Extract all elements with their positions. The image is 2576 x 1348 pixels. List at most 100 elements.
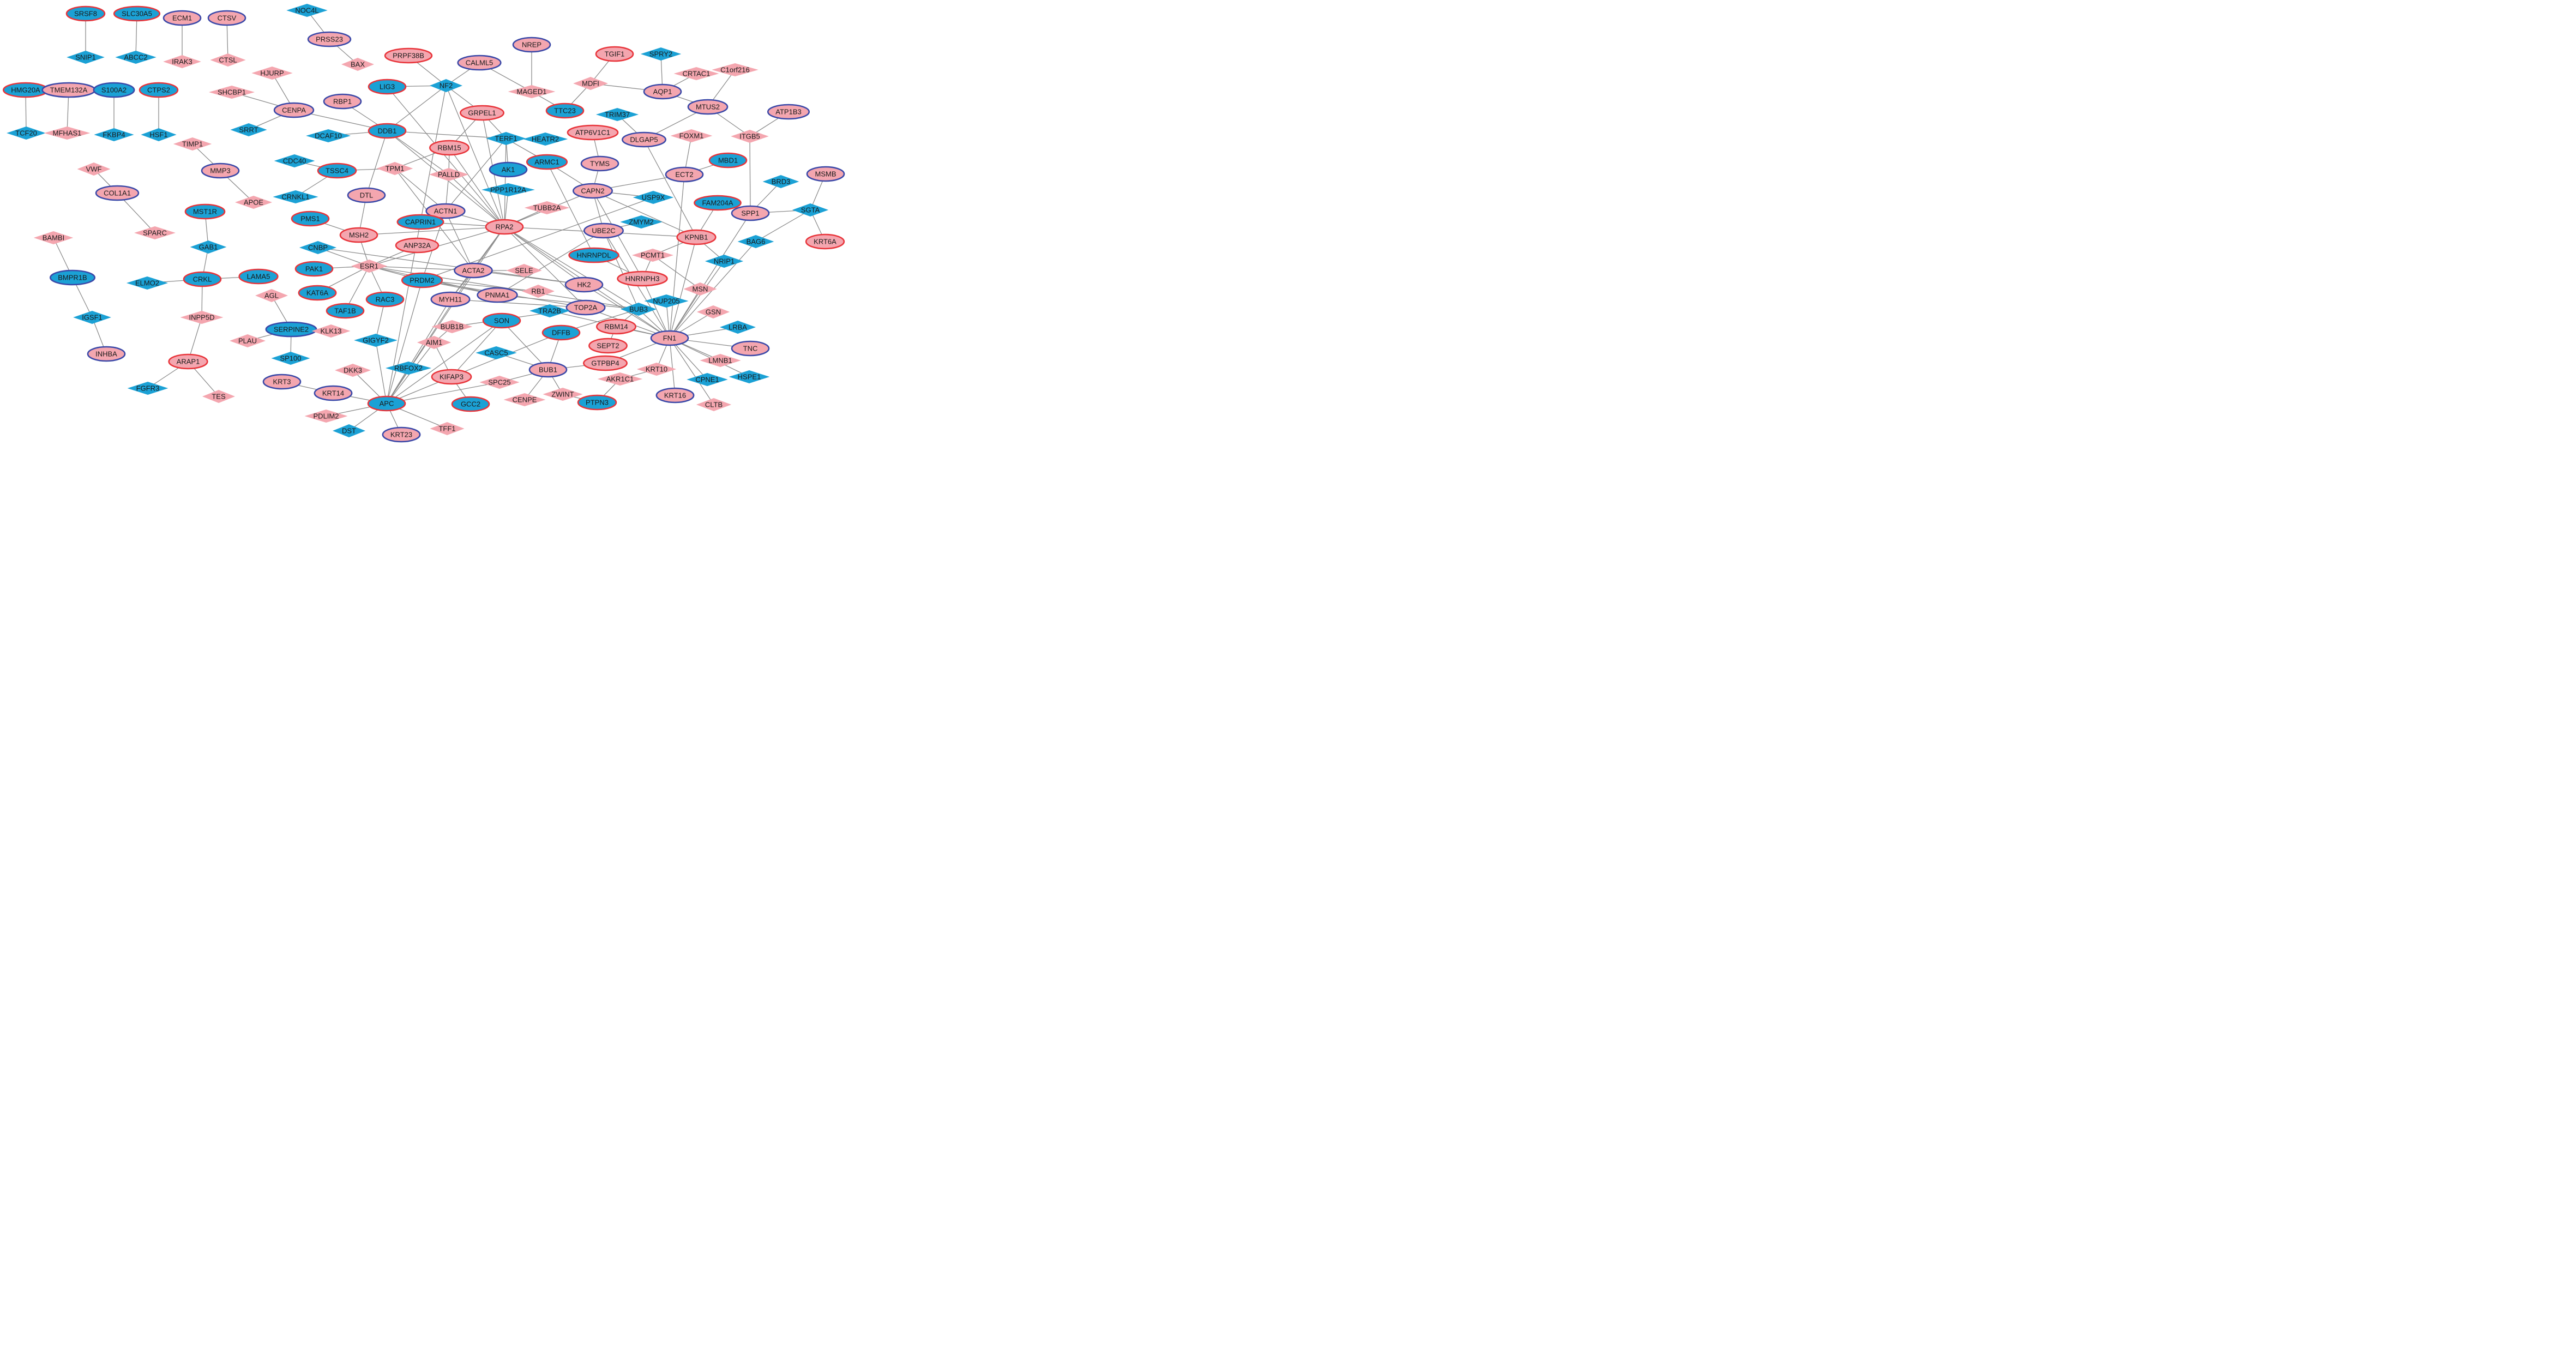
node-label: CTSL — [219, 56, 237, 64]
node-cnbp: CNBP — [299, 241, 337, 254]
node-label: KRT3 — [273, 378, 291, 386]
node-shape-akr1c1 — [597, 372, 643, 386]
node-label: TES — [212, 393, 226, 401]
node-shape-tyms — [580, 155, 619, 172]
node-label: ZMYM2 — [629, 218, 654, 226]
node-cenpe: CENPE — [503, 393, 546, 406]
node-label: SLC30A5 — [122, 10, 152, 18]
node-shape-srrt — [230, 123, 267, 136]
node-shape-crkl — [183, 271, 222, 287]
node-label: HEATR2 — [532, 135, 559, 143]
node-rbm15: RBM15 — [429, 140, 470, 156]
node-krt16: KRT16 — [655, 387, 695, 404]
edge-rpa2-hk2 — [504, 226, 585, 285]
node-fgfr3: FGFR3 — [127, 382, 168, 395]
node-atp6v1c1: ATP6V1C1 — [567, 124, 619, 141]
node-shape-krt6a — [805, 233, 845, 250]
node-label: LAMA5 — [247, 273, 270, 281]
node-shape-ube2c — [583, 222, 624, 239]
node-label: TOP2A — [574, 304, 598, 312]
node-label: SON — [494, 317, 509, 325]
node-label: KRT16 — [664, 392, 686, 400]
node-label: AGL — [264, 292, 279, 300]
node-hnrnpdl: HNRNPDL — [568, 247, 619, 263]
edge-son-bub1 — [501, 320, 549, 370]
node-label: DCAF10 — [315, 132, 342, 140]
node-shape-heatr2 — [522, 133, 568, 146]
node-akr1c1: AKR1C1 — [597, 372, 643, 386]
node-sept2: SEPT2 — [588, 338, 628, 354]
node-shape-aim1 — [417, 336, 452, 349]
node-shape-casc5 — [476, 346, 517, 359]
node-zmym2: ZMYM2 — [620, 215, 663, 228]
node-label: PCMT1 — [641, 251, 665, 260]
node-label: PNMA1 — [485, 291, 510, 299]
edge-son-kifap3 — [451, 320, 502, 377]
node-shape-dtl — [347, 187, 386, 203]
node-shape-srsf8 — [65, 5, 106, 22]
node-shape-serpine2 — [265, 321, 317, 338]
node-igsf1: IGSF1 — [73, 311, 111, 324]
node-label: DKK3 — [344, 366, 362, 375]
node-shape-inpp5d — [180, 311, 224, 324]
node-shape-bub3 — [621, 303, 657, 316]
node-shape-krt10 — [636, 363, 677, 376]
node-label: ANP32A — [404, 242, 431, 250]
node-shape-spp1 — [731, 205, 770, 221]
node-col1a1: COL1A1 — [95, 185, 140, 201]
edge-rpa2-top2a — [504, 226, 586, 308]
node-label: TTC23 — [554, 107, 576, 115]
node-shape-lig3 — [368, 79, 407, 95]
edge-pcmt1-msn — [652, 255, 701, 290]
node-label: ESR1 — [360, 262, 378, 270]
node-bax: BAX — [341, 58, 374, 71]
node-cpne1: CPNE1 — [687, 373, 728, 386]
node-klk13: KLK13 — [311, 324, 351, 338]
node-shape-zwint — [543, 388, 583, 401]
node-label: PDLIM2 — [314, 412, 339, 420]
node-agl: AGL — [255, 289, 288, 302]
node-label: PLAU — [238, 337, 257, 345]
node-label: CTPS2 — [147, 86, 170, 94]
node-shape-mmp3 — [201, 163, 240, 179]
node-shape-tes — [202, 390, 235, 403]
node-hk2: HK2 — [564, 276, 604, 293]
node-cdc40: CDC40 — [274, 154, 315, 167]
node-shape-krt16 — [655, 387, 695, 404]
node-label: KRT6A — [814, 238, 836, 246]
node-shape-zmym2 — [620, 215, 663, 228]
node-label: MYH11 — [439, 296, 462, 304]
node-shape-cdc40 — [274, 154, 315, 167]
node-shape-spc25 — [479, 376, 520, 389]
node-label: BAG6 — [747, 238, 766, 246]
node-rb1: RB1 — [522, 285, 555, 298]
node-label: GRPEL1 — [468, 109, 496, 117]
edge-ube2c-bub3 — [603, 230, 639, 310]
node-zwint: ZWINT — [543, 388, 583, 401]
node-label: LRBA — [729, 323, 747, 332]
node-ecm1: ECM1 — [162, 10, 202, 26]
node-label: BRD3 — [772, 178, 791, 186]
node-shape-esr1 — [351, 260, 387, 273]
node-shape-hnrnpdl — [568, 247, 619, 263]
node-brd3: BRD3 — [762, 175, 799, 188]
node-prdm2: PRDM2 — [401, 272, 443, 288]
node-shape-ddb1 — [368, 123, 407, 139]
node-label: SP100 — [280, 354, 301, 363]
node-label: GIGYF2 — [363, 336, 389, 345]
node-slc30a5: SLC30A5 — [113, 5, 161, 22]
node-label: TNC — [743, 345, 758, 353]
node-label: KPNB1 — [685, 233, 708, 242]
node-noc4l: NOC4L — [286, 4, 328, 17]
node-shape-tssc4 — [317, 163, 357, 179]
node-shape-prpf38b — [384, 47, 433, 64]
node-label: INPP5D — [189, 314, 215, 322]
node-label: CALML5 — [466, 59, 493, 67]
node-shape-ak1 — [489, 161, 528, 178]
node-kat6a: KAT6A — [298, 285, 337, 301]
node-krt14: KRT14 — [314, 385, 353, 401]
node-shape-myh11 — [430, 291, 471, 308]
node-label: CPNE1 — [695, 376, 719, 384]
node-shape-ctsl — [210, 53, 246, 67]
node-label: TMEM132A — [50, 86, 88, 94]
